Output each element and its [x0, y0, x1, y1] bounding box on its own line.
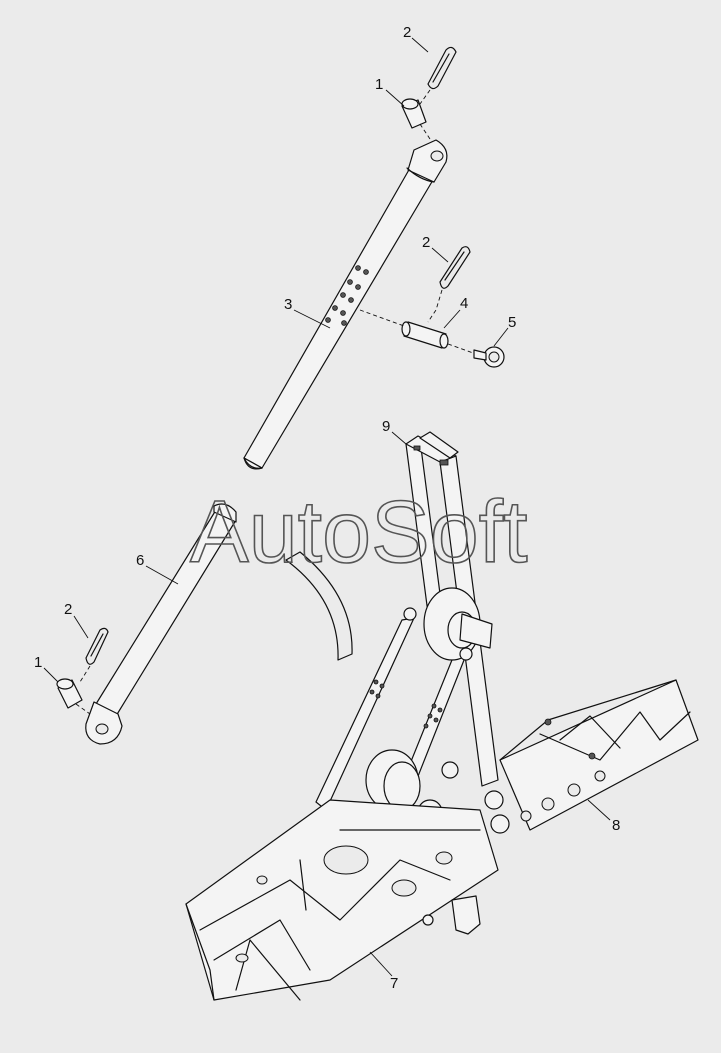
boom-section: [499, 679, 699, 831]
callout-c10: 1: [34, 654, 42, 671]
upper-rod: [243, 139, 448, 470]
callout-c12: 7: [390, 975, 398, 992]
callout-c6: 5: [508, 314, 516, 331]
watermark: AutoSoft: [190, 482, 528, 581]
callout-c3: 2: [422, 234, 430, 251]
callout-c8: 6: [136, 552, 144, 569]
pin-bottom: [56, 678, 91, 715]
callout-c9: 2: [64, 601, 72, 618]
lower-rod: [85, 503, 237, 745]
brace-holes: [369, 679, 443, 729]
clip-bottom: [79, 627, 109, 683]
base-section: [185, 799, 499, 1001]
clip-top: [419, 46, 457, 105]
clip-middle: [427, 246, 471, 323]
callout-c1: 2: [403, 24, 411, 41]
cable-guide: [285, 551, 353, 661]
bolt-eye: [473, 346, 505, 368]
callout-c5: 4: [460, 295, 468, 312]
rod-holes: [325, 265, 369, 326]
pin-middle: [359, 309, 477, 355]
pin-top: [401, 98, 433, 143]
callout-c11: 8: [612, 817, 620, 834]
callout-labels: 2 1 2 3 4 5 9 6 2 1 8 7: [34, 24, 620, 992]
callout-c4: 3: [284, 296, 292, 313]
callout-c2: 1: [375, 76, 383, 93]
callout-c7: 9: [382, 418, 390, 435]
leader-lines: [43, 37, 611, 977]
